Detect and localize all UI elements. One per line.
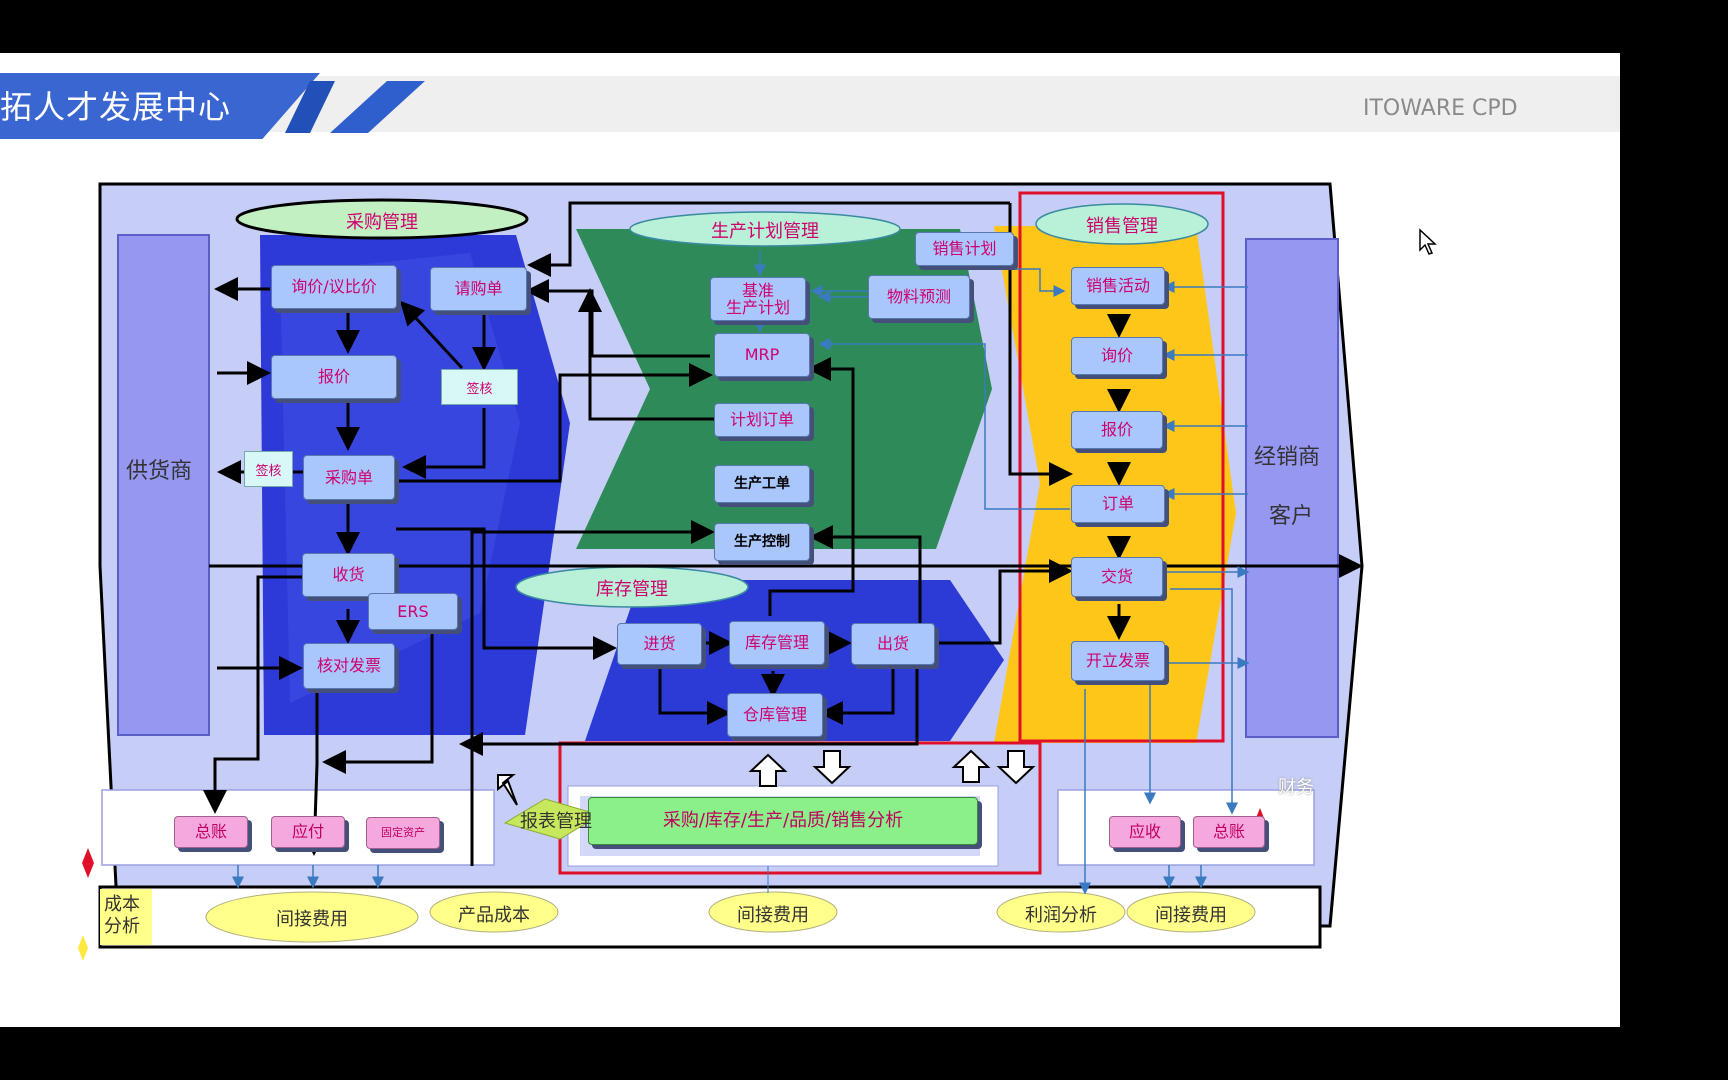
finance-right-area <box>1057 789 1315 866</box>
yellow-diamond-icon <box>78 935 88 961</box>
finance-label: 财务 <box>1278 777 1314 798</box>
cost-label-bg <box>100 889 152 945</box>
red-diamond-icon <box>82 848 94 878</box>
analysis-bar: 采购/库存/生产/品质/销售分析 <box>588 797 978 845</box>
sign-po-box: 签核 <box>244 451 293 487</box>
info-arrows <box>232 268 1250 895</box>
delivery-box: 交货 <box>1071 557 1163 597</box>
receive-box: 收货 <box>302 553 395 597</box>
work-order-box: 生产工单 <box>714 465 810 503</box>
profit-ellipse <box>996 891 1126 933</box>
ers-box: ERS <box>368 593 458 630</box>
control-box: 生产控制 <box>714 523 810 561</box>
quote-box: 报价 <box>271 355 397 399</box>
sales-quote-box: 报价 <box>1071 411 1163 449</box>
header-title-bar <box>0 73 320 139</box>
order-box: 订单 <box>1071 485 1165 523</box>
inquiry-box: 询价/议比价 <box>271 265 397 309</box>
mouse-cursor-icon <box>1419 228 1437 255</box>
inventory-section-title: 库存管理 <box>596 579 668 600</box>
supplier-label: 供货商 <box>126 459 193 484</box>
issue-invoice-box: 开立发票 <box>1071 641 1165 681</box>
po-box: 采购单 <box>303 455 395 500</box>
dealer-bar <box>1245 238 1339 738</box>
product-cost-ellipse <box>429 891 559 933</box>
requisition-box: 请购单 <box>430 267 527 311</box>
flow-arrows <box>203 201 1363 866</box>
purchase-ellipse <box>235 198 529 240</box>
mrp-box: MRP <box>714 333 810 377</box>
report-label: 报表管理 <box>520 811 592 832</box>
slide: 拓人才发展中心 ITOWARE CPD <box>0 53 1620 1027</box>
mps-box: 基准 生产计划 <box>710 277 806 321</box>
up-arrow-icon <box>497 749 991 806</box>
fixed-assets-box: 固定资产 <box>366 817 440 849</box>
product-cost-label: 产品成本 <box>458 905 530 926</box>
purchase-section-title: 采购管理 <box>346 212 418 233</box>
ledger-right-box: 总账 <box>1193 816 1265 848</box>
overhead-label: 间接费用 <box>1155 905 1227 926</box>
erp-flow-diagram <box>78 182 1364 961</box>
stock-out-box: 出货 <box>851 623 935 665</box>
overhead-ellipse <box>708 891 838 933</box>
header-title: 拓人才发展中心 <box>0 88 232 126</box>
overhead-ellipse <box>1126 891 1256 933</box>
verify-invoice-box: 核对发票 <box>303 643 395 689</box>
sales-activity-box: 销售活动 <box>1071 267 1165 305</box>
production-section-title: 生产计划管理 <box>711 221 819 242</box>
planned-order-box: 计划订单 <box>714 403 810 437</box>
sales-section-title: 销售管理 <box>1086 216 1158 237</box>
warehouse-box: 仓库管理 <box>727 693 823 737</box>
stock-in-box: 进货 <box>617 623 702 665</box>
supplier-bar <box>117 234 210 736</box>
forecast-box: 物料预测 <box>868 275 970 319</box>
overhead-label: 间接费用 <box>737 905 809 926</box>
overhead-label: 间接费用 <box>276 909 348 930</box>
stock-mgmt-box: 库存管理 <box>729 621 825 665</box>
sales-inquiry-box: 询价 <box>1071 337 1163 375</box>
ledger-left-box: 总账 <box>174 816 248 848</box>
overhead-ellipse <box>205 891 419 943</box>
sales-plan-box: 销售计划 <box>915 232 1014 266</box>
down-arrow-icon <box>812 750 1036 785</box>
sales-ellipse <box>1035 203 1209 245</box>
profit-analysis-label: 利润分析 <box>1025 905 1097 926</box>
sales-highlight <box>1018 191 1225 743</box>
dealer-label: 经销商 <box>1254 445 1321 470</box>
customer-label: 客户 <box>1269 504 1314 529</box>
mps-label: 基准 生产计划 <box>725 281 790 317</box>
cost-analysis-label: 成本 分析 <box>104 894 140 937</box>
header-brand: ITOWARE CPD <box>1363 96 1518 121</box>
sign-review-box: 签核 <box>441 369 518 405</box>
production-ellipse <box>629 211 901 247</box>
receivable-box: 应收 <box>1109 816 1181 848</box>
payable-box: 应付 <box>271 816 345 848</box>
